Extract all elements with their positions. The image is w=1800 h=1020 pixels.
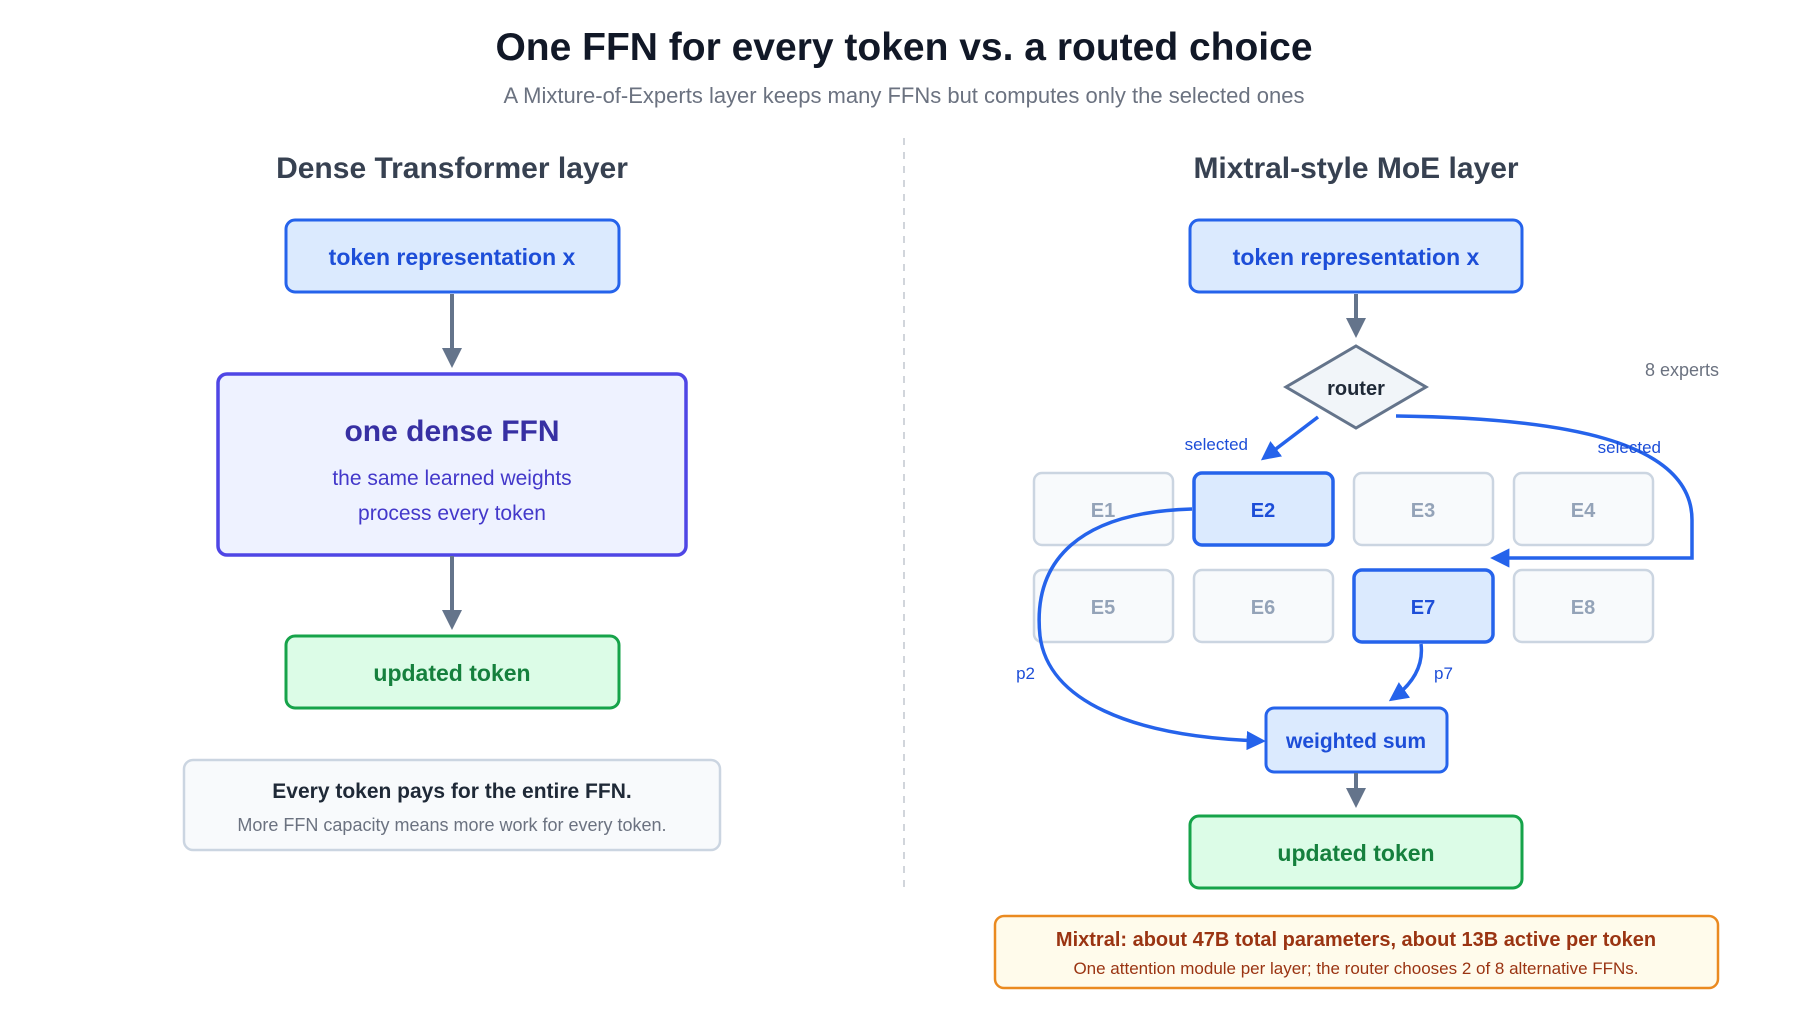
expert-e6-label: E6 bbox=[1251, 597, 1275, 619]
route-to-e2-arrow bbox=[1260, 415, 1320, 461]
moe-panel: Mixtral-style MoE layer token representa… bbox=[993, 152, 1720, 990]
expert-e3-label: E3 bbox=[1411, 500, 1435, 522]
page-title: One FFN for every token vs. a routed cho… bbox=[495, 26, 1312, 69]
dense-output-label: updated token bbox=[373, 660, 530, 686]
expert-e7: E7 bbox=[1352, 568, 1495, 644]
experts-count-label: 8 experts bbox=[1645, 360, 1719, 380]
expert-e8: E8 bbox=[1512, 568, 1655, 644]
dense-input-label: token representation x bbox=[329, 244, 576, 270]
mixtral-callout-body: One attention module per layer; the rout… bbox=[1073, 959, 1638, 978]
expert-e4: E4 bbox=[1512, 471, 1655, 547]
dense-note-box bbox=[182, 758, 722, 852]
selected-label-left: selected bbox=[1185, 435, 1248, 454]
moe-input-box bbox=[1188, 218, 1524, 294]
expert-e5-box bbox=[1032, 568, 1175, 644]
expert-e4-label: E4 bbox=[1571, 500, 1596, 522]
dense-ffn-title: one dense FFN bbox=[344, 415, 559, 448]
dense-note-title: Every token pays for the entire FFN. bbox=[272, 780, 631, 803]
expert-e1-label: E1 bbox=[1091, 500, 1115, 522]
weight-label-p7: p7 bbox=[1434, 664, 1453, 683]
moe-input-label: token representation x bbox=[1233, 244, 1480, 270]
expert-e2-label: E2 bbox=[1251, 500, 1275, 522]
expert-e3-box bbox=[1352, 471, 1495, 547]
selected-label-right: selected bbox=[1598, 438, 1661, 457]
moe-panel-title: Mixtral-style MoE layer bbox=[1193, 152, 1518, 185]
expert-e2-box bbox=[1192, 471, 1335, 547]
expert-grid: E1 E2 E3 E4 E5 E6 bbox=[1032, 471, 1655, 644]
expert-e6-box bbox=[1192, 568, 1335, 644]
weighted-sum-label: weighted sum bbox=[1285, 730, 1426, 753]
expert-e5-label: E5 bbox=[1091, 597, 1115, 619]
dense-input-box bbox=[284, 218, 621, 294]
dense-panel: Dense Transformer layer token representa… bbox=[182, 152, 722, 852]
expert-e8-label: E8 bbox=[1571, 597, 1595, 619]
router-diamond bbox=[1283, 344, 1429, 430]
dense-ffn-line2: process every token bbox=[358, 502, 546, 525]
expert-e6: E6 bbox=[1192, 568, 1335, 644]
dense-panel-title: Dense Transformer layer bbox=[276, 152, 628, 185]
dense-ffn-box bbox=[216, 372, 688, 557]
expert-e7-label: E7 bbox=[1411, 597, 1435, 619]
dense-ffn-line1: the same learned weights bbox=[332, 467, 571, 490]
moe-output-box bbox=[1188, 814, 1524, 890]
e2-to-sum-arrow bbox=[1037, 507, 1266, 751]
weighted-sum-box bbox=[1264, 706, 1449, 774]
expert-e1: E1 bbox=[1032, 471, 1175, 547]
mixtral-callout-title: Mixtral: about 47B total parameters, abo… bbox=[1056, 929, 1656, 951]
router-label: router bbox=[1327, 378, 1385, 400]
expert-e3: E3 bbox=[1352, 471, 1495, 547]
expert-e8-box bbox=[1512, 568, 1655, 644]
route-to-e7-arrow bbox=[1395, 414, 1694, 568]
expert-e2: E2 bbox=[1192, 471, 1335, 547]
dense-output-box bbox=[284, 634, 621, 710]
dense-note-body: More FFN capacity means more work for ev… bbox=[237, 815, 666, 835]
expert-e5: E5 bbox=[1032, 568, 1175, 644]
expert-e7-box bbox=[1352, 568, 1495, 644]
weight-label-p2: p2 bbox=[1016, 664, 1035, 683]
e7-to-sum-arrow bbox=[1388, 643, 1424, 702]
page-subtitle: A Mixture-of-Experts layer keeps many FF… bbox=[504, 83, 1305, 108]
mixtral-callout-box bbox=[993, 914, 1720, 990]
expert-e4-box bbox=[1512, 471, 1655, 547]
moe-output-label: updated token bbox=[1277, 840, 1434, 866]
